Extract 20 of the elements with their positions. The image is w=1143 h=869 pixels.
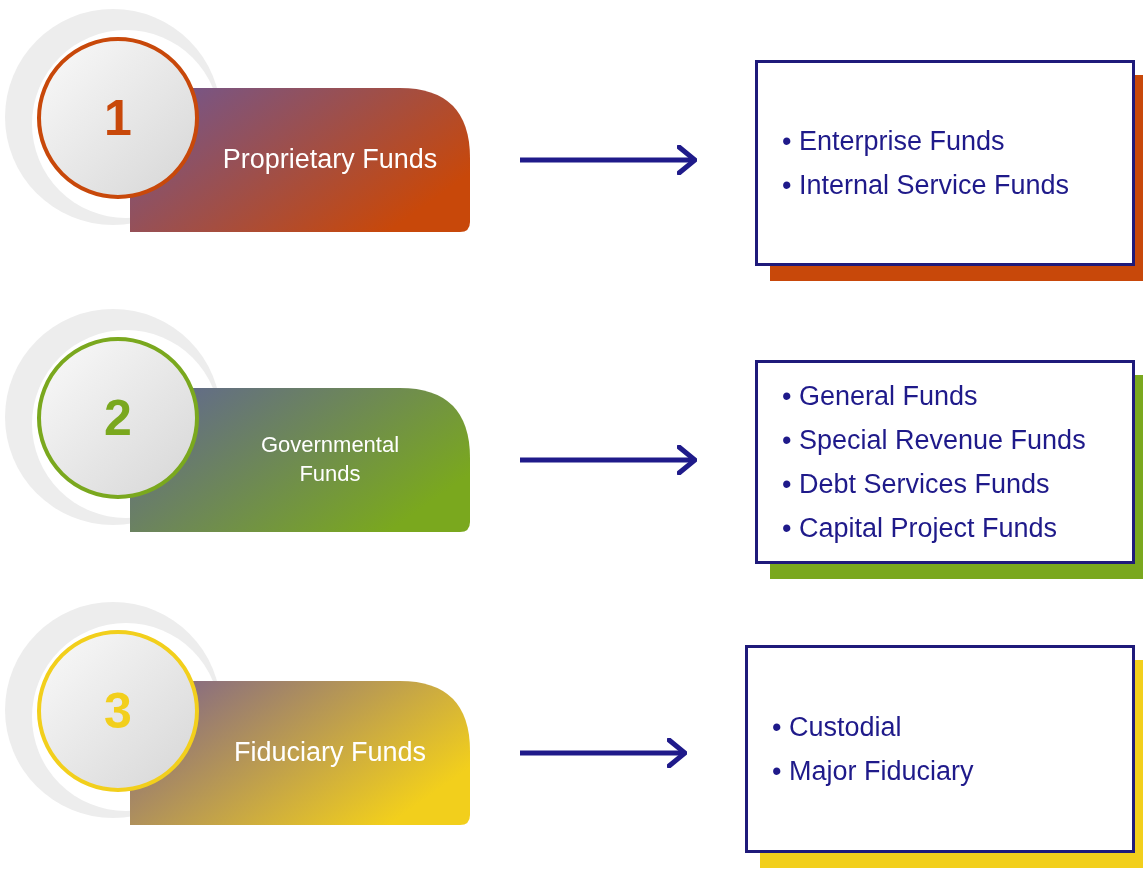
list-item: • Special Revenue Funds — [782, 424, 1087, 457]
fund-category: Governmental Funds — [259, 431, 401, 488]
list-item: • Internal Service Funds — [782, 169, 1071, 202]
list-item: • Major Fiduciary — [772, 755, 975, 788]
arrow — [520, 444, 698, 476]
list-card — [745, 645, 1135, 853]
list-card — [755, 360, 1135, 564]
fund-category: Fiduciary Funds — [232, 736, 428, 770]
step-number: 3 — [103, 686, 133, 736]
list-item: • Debt Services Funds — [782, 468, 1051, 501]
list-item: • Capital Project Funds — [782, 512, 1059, 545]
list-card — [755, 60, 1135, 266]
list-item: • General Funds — [782, 380, 979, 413]
step-number: 2 — [103, 393, 133, 443]
list-item: • Enterprise Funds — [782, 125, 1006, 158]
step-number: 1 — [103, 93, 133, 143]
list-item: • Custodial — [772, 711, 903, 744]
arrow — [520, 737, 688, 769]
fund-category: Proprietary Funds — [221, 143, 439, 177]
arrow — [520, 144, 698, 176]
